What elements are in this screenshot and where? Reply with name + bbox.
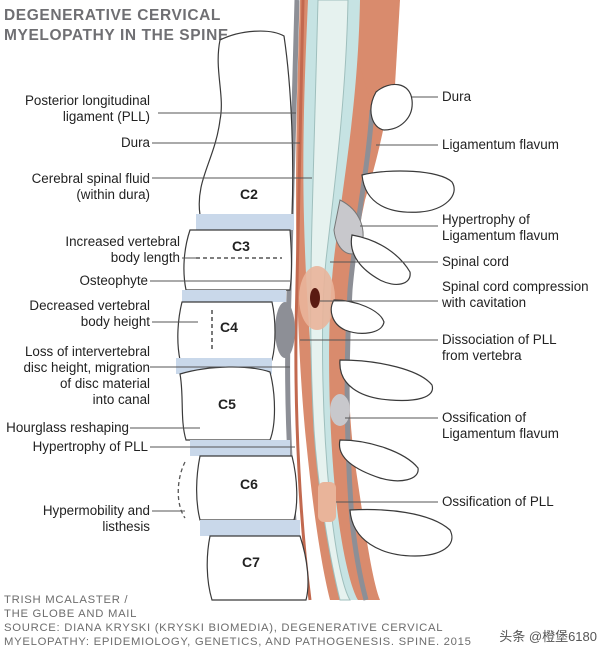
label-hourglass: Hourglass reshaping bbox=[6, 420, 129, 435]
ossification-of-ligamentum-flavum bbox=[330, 394, 350, 426]
label-ligamentum-flavum: Ligamentum flavum bbox=[442, 137, 559, 152]
disc-c3-c4 bbox=[182, 290, 286, 302]
title-line: DEGENERATIVE CERVICAL bbox=[4, 7, 221, 24]
vertebra-label-c7: C7 bbox=[242, 554, 260, 570]
cavitation-core bbox=[310, 288, 320, 308]
dura-anterior-line bbox=[294, 0, 312, 601]
spinal-cord bbox=[310, 0, 351, 601]
listhesis-outline bbox=[177, 461, 186, 519]
disc-c6-c7 bbox=[200, 520, 300, 536]
disc-c2-c3 bbox=[196, 214, 294, 230]
vertebra-label-c3: C3 bbox=[232, 238, 250, 254]
vertebra-label-c5: C5 bbox=[218, 396, 236, 412]
posterior-elements bbox=[330, 83, 455, 557]
leader-lines bbox=[130, 96, 438, 512]
title-line: MYELOPATHY IN THE SPINE bbox=[4, 27, 229, 44]
label-ossification-pll: Ossification of PLL bbox=[442, 494, 554, 509]
vertebra-c3 bbox=[183, 229, 293, 291]
watermark: 头条 @橙堡6180 bbox=[495, 625, 601, 646]
label-osteophyte: Osteophyte bbox=[79, 273, 148, 288]
vertebra-c7 bbox=[206, 535, 309, 601]
ossification-of-pll bbox=[318, 482, 336, 522]
pll-hypertrophy-blob bbox=[275, 302, 295, 358]
diagram-title: DEGENERATIVE CERVICAL MYELOPATHY IN THE … bbox=[4, 6, 244, 46]
vertebra-label-c2: C2 bbox=[240, 186, 258, 202]
disc-c5-c6 bbox=[190, 440, 290, 456]
label-csf: Cerebral spinal fluid(within dura) bbox=[31, 171, 150, 202]
vertebra-label-c4: C4 bbox=[220, 319, 238, 335]
label-spinal-cord: Spinal cord bbox=[442, 254, 509, 269]
label-dura-left: Dura bbox=[120, 135, 150, 150]
label-hypertrophy-pll: Hypertrophy of PLL bbox=[32, 439, 148, 454]
vertebra-label-c6: C6 bbox=[240, 476, 258, 492]
label-dura-right: Dura bbox=[442, 89, 472, 104]
source-credit: TRISH MCALASTER / THE GLOBE AND MAIL SOU… bbox=[4, 594, 472, 648]
